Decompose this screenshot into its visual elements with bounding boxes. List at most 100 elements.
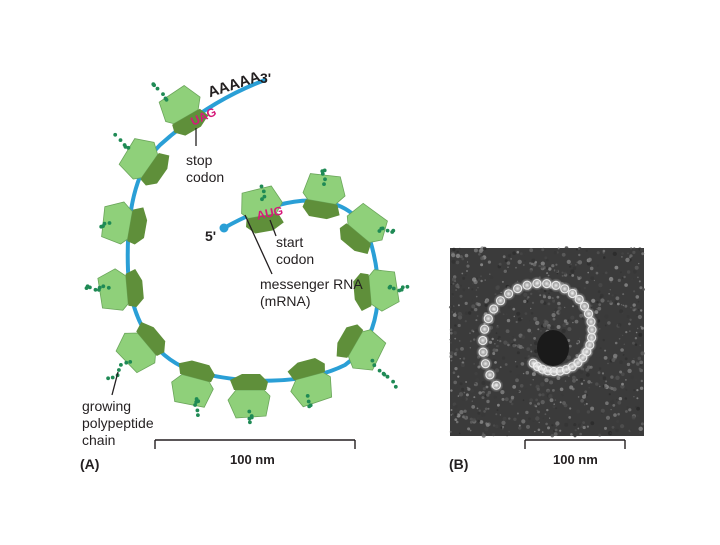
texture-speck: [634, 337, 638, 340]
texture-speck: [607, 321, 611, 325]
texture-speck: [472, 277, 477, 282]
texture-speck: [633, 389, 636, 392]
texture-speck: [509, 400, 512, 403]
texture-speck: [469, 429, 472, 432]
texture-speck: [457, 304, 460, 307]
micrograph-core: [537, 330, 569, 366]
texture-speck: [491, 433, 496, 437]
texture-speck: [620, 348, 624, 352]
texture-speck: [459, 410, 464, 415]
texture-speck: [624, 304, 628, 308]
texture-speck: [526, 298, 528, 300]
texture-speck: [621, 382, 624, 386]
ribosome-outline: [480, 359, 491, 369]
texture-speck: [503, 340, 508, 345]
texture-speck: [620, 334, 622, 336]
texture-speck: [501, 356, 506, 360]
texture-speck: [637, 314, 643, 320]
texture-speck: [464, 311, 469, 315]
texture-speck: [633, 290, 636, 293]
texture-speck: [622, 304, 625, 307]
texture-speck: [505, 313, 508, 316]
texture-speck: [587, 380, 591, 384]
texture-speck: [537, 328, 540, 331]
texture-speck: [562, 430, 566, 434]
texture-speck: [525, 410, 529, 415]
texture-speck: [528, 417, 531, 421]
texture-speck: [579, 420, 584, 425]
texture-speck: [480, 275, 482, 278]
texture-speck: [629, 318, 632, 321]
texture-speck: [526, 347, 531, 351]
texture-speck: [466, 270, 468, 272]
texture-speck: [513, 315, 516, 318]
texture-speck: [621, 252, 624, 255]
texture-speck: [500, 291, 503, 294]
peptide-group: [84, 82, 410, 425]
texture-speck: [469, 347, 471, 349]
texture-speck: [634, 265, 639, 270]
texture-speck: [585, 249, 588, 252]
texture-speck: [576, 248, 578, 251]
texture-speck: [564, 322, 567, 325]
texture-speck: [550, 325, 555, 330]
texture-speck: [604, 349, 607, 352]
texture-speck: [567, 269, 572, 274]
amino-acid-bead: [247, 409, 252, 414]
texture-speck: [517, 259, 522, 265]
texture-speck: [588, 257, 592, 262]
texture-speck: [547, 390, 550, 393]
amino-acid-bead: [261, 189, 266, 194]
texture-speck: [530, 332, 533, 334]
texture-speck: [546, 408, 549, 412]
texture-speck: [556, 325, 561, 329]
texture-speck: [454, 337, 457, 340]
mrna-label-line1: messenger RNA: [260, 276, 363, 292]
texture-speck: [507, 266, 509, 269]
texture-speck: [602, 249, 606, 253]
texture-speck: [471, 288, 474, 291]
amino-acid-bead: [391, 286, 396, 291]
amino-acid-bead: [113, 132, 118, 137]
texture-speck: [516, 412, 519, 415]
texture-speck: [590, 421, 595, 426]
texture-speck: [478, 253, 481, 256]
texture-speck: [533, 337, 536, 340]
texture-speck: [495, 413, 498, 416]
texture-speck: [631, 360, 635, 364]
texture-speck: [529, 398, 533, 402]
texture-speck: [622, 354, 625, 356]
texture-speck: [602, 256, 606, 259]
texture-speck: [485, 423, 490, 427]
amino-acid-bead: [106, 285, 111, 290]
texture-speck: [523, 299, 527, 304]
texture-speck: [453, 380, 458, 385]
texture-speck: [481, 380, 486, 386]
texture-speck: [546, 258, 549, 262]
texture-speck: [450, 389, 453, 392]
texture-speck: [568, 344, 572, 348]
texture-speck: [500, 423, 502, 426]
texture-speck: [596, 301, 599, 304]
texture-speck: [473, 363, 475, 365]
start-codon-leader: [269, 219, 277, 237]
amino-acid-bead: [107, 221, 112, 225]
texture-speck: [455, 253, 461, 259]
texture-speck: [478, 391, 482, 395]
texture-speck: [497, 339, 499, 341]
amino-acid-bead: [196, 413, 200, 417]
texture-speck: [502, 255, 506, 259]
texture-speck: [586, 410, 591, 414]
texture-speck: [555, 421, 560, 426]
texture-speck: [580, 382, 584, 385]
texture-speck: [518, 426, 522, 430]
texture-speck: [563, 319, 568, 323]
micrograph-texture: [448, 246, 645, 438]
texture-speck: [537, 289, 541, 293]
texture-speck: [527, 355, 531, 358]
texture-speck: [624, 283, 628, 287]
texture-speck: [595, 271, 599, 275]
texture-speck: [491, 337, 494, 341]
texture-speck: [619, 309, 624, 314]
texture-speck: [512, 251, 516, 255]
